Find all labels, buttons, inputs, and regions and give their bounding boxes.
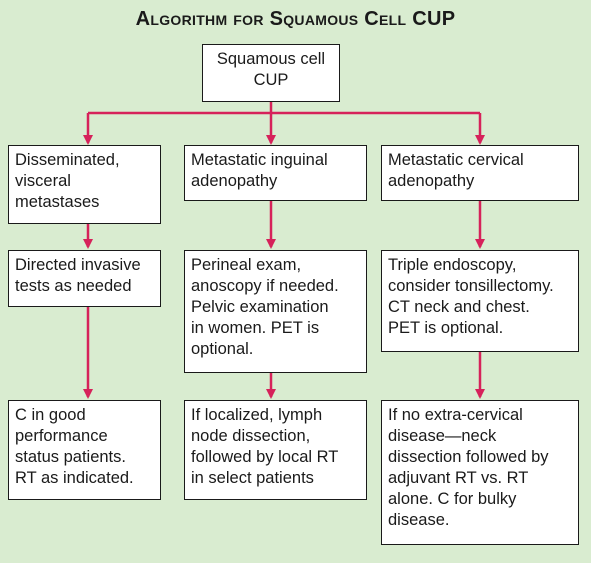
node-lymph-node-dissection: If localized, lymph node dissection, fol… — [184, 400, 367, 500]
node-root: Squamous cell CUP — [202, 44, 340, 102]
node-neck-dissection: If no extra-cervical disease—neck dissec… — [381, 400, 579, 545]
node-cervical: Metastatic cervical adenopathy — [381, 145, 579, 201]
diagram-title: Algorithm for Squamous Cell CUP — [135, 8, 456, 30]
node-perineal-exam: Perineal exam, anoscopy if needed. Pelvi… — [184, 250, 367, 373]
node-directed-tests: Directed invasive tests as needed — [8, 250, 161, 307]
node-chemo-rt: C in good performance status patients. R… — [8, 400, 161, 500]
node-inguinal: Metastatic inguinal adenopathy — [184, 145, 367, 201]
node-disseminated: Disseminated, visceral metastases — [8, 145, 161, 224]
node-triple-endoscopy: Triple endoscopy, consider tonsillectomy… — [381, 250, 579, 352]
